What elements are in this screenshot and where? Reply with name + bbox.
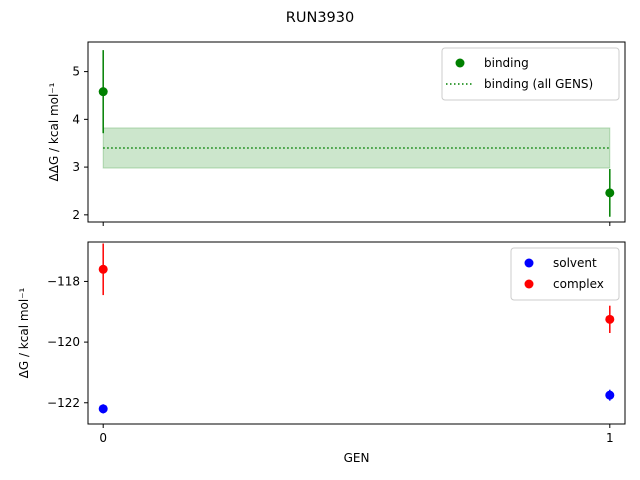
x-tick-label: 1 <box>606 431 614 445</box>
legend-label: binding <box>484 56 529 70</box>
solvent-point <box>98 404 108 414</box>
legend-marker <box>524 279 534 289</box>
x-tick-label: 0 <box>99 431 107 445</box>
top-y-tick-label: 2 <box>72 208 80 222</box>
top-y-tick-label: 4 <box>72 112 80 126</box>
x-axis-label: GEN <box>344 451 370 465</box>
complex-point <box>605 314 615 324</box>
legend-label: complex <box>553 277 604 291</box>
legend-label: binding (all GENS) <box>484 77 593 91</box>
legend-label: solvent <box>553 256 597 270</box>
binding-point <box>98 87 108 97</box>
chart-title: RUN3930 <box>286 10 354 26</box>
bottom-y-tick-label: −122 <box>47 396 80 410</box>
binding-point <box>605 188 615 198</box>
bottom-y-tick-label: −120 <box>47 335 80 349</box>
legend-marker <box>524 258 534 268</box>
top-y-axis-label: ΔΔG / kcal mol⁻¹ <box>47 82 61 181</box>
top-y-tick-label: 5 <box>72 65 80 79</box>
legend-marker <box>455 58 465 68</box>
bottom-plot-frame <box>87 241 626 425</box>
bottom-y-axis-label: ΔG / kcal mol⁻¹ <box>17 287 31 378</box>
solvent-point <box>605 390 615 400</box>
bottom-legend <box>510 247 620 301</box>
bottom-y-tick-label: −118 <box>47 274 80 288</box>
top-legend <box>441 47 620 101</box>
complex-point <box>98 264 108 274</box>
bottom-panel: −122 −120 −118 0 1 ΔG / kcal mol⁻¹ solvent comp… <box>17 241 626 445</box>
top-plot-frame <box>87 41 626 223</box>
top-y-tick-label: 3 <box>72 160 80 174</box>
